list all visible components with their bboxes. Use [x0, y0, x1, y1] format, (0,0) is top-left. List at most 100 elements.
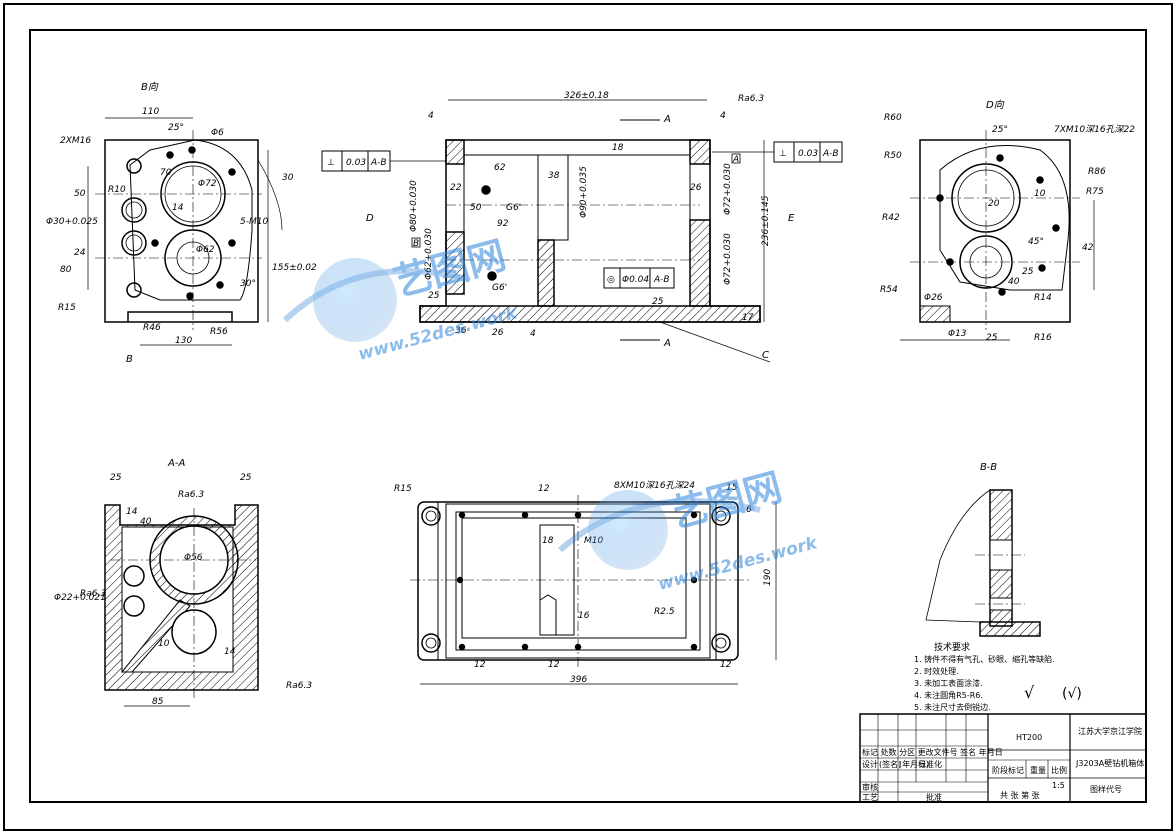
tb-design: 设计 — [862, 759, 878, 769]
dim-6: 6 — [746, 505, 752, 515]
dim-42: 42 — [1082, 243, 1094, 253]
dim-110: 110 — [142, 107, 159, 117]
roughness-front: Ra6.3 — [738, 94, 764, 104]
dim-2xm16: 2XM16 — [60, 136, 91, 146]
dim-phi72: Φ72 — [198, 179, 217, 189]
dim-4c: 4 — [530, 329, 536, 339]
roughness-aa-c: Ra6.3 — [286, 681, 312, 691]
tol-center-value: Φ0.04 — [622, 275, 649, 285]
tol-right-symbol: ⊥ — [779, 149, 787, 159]
dim-r54: R54 — [880, 285, 898, 295]
section-bb-label: B-B — [980, 462, 997, 473]
dim-phi13: Φ13 — [948, 329, 967, 339]
datum-b-box: B — [413, 239, 419, 249]
tb-part-name: J3203A壁钻机箱体 — [1075, 758, 1144, 768]
right-view: D向 — [900, 99, 1095, 341]
tol-left-value: 0.03 — [346, 158, 366, 168]
tolerance-frame-left: ⊥ 0.03 A-B — [321, 150, 446, 172]
dim-326: 326±0.18 — [564, 91, 609, 101]
section-aa-label: A-A — [167, 458, 185, 469]
dim-r25: R2.5 — [654, 607, 675, 617]
dim-25a: 25 — [428, 291, 440, 301]
dim-30r: 30 — [282, 173, 294, 183]
watermark-globe-icon — [313, 258, 397, 342]
dim-45deg: 45° — [1028, 237, 1044, 247]
arrow-d-label: D — [366, 213, 374, 224]
front-view-annotations: 326±0.18 236±0.145 4 4 18 62 38 22 50 92… — [321, 91, 843, 361]
dim-17: 17 — [742, 313, 754, 323]
arrow-a-bottom: A — [663, 338, 671, 349]
tol-center-symbol: ◎ — [607, 275, 615, 285]
tech-req-4: 4. 未注圆角R5-R6. — [914, 690, 983, 700]
right-view-dims: R60 25° 7XM10深16孔深22 R50 R86 R75 20 10 R… — [880, 113, 1135, 343]
tolerance-frame-right: ⊥ 0.03 A-B — [712, 141, 843, 163]
tb-weight: 重量 — [1030, 765, 1046, 775]
dim-25b: 25 — [652, 297, 664, 307]
dim-g6b: G6' — [492, 283, 507, 293]
tolerance-frame-center: ◎ Φ0.04 A-B — [603, 267, 675, 289]
dim-phi62: Φ62 — [196, 245, 215, 255]
tb-check: 审核 — [862, 782, 878, 792]
section-aa-dims: 25 25 14 40 Φ56 Φ22+0.021 10 85 14 Ra6.3… — [54, 473, 312, 707]
dim-16: 16 — [578, 611, 590, 621]
dim-25b-aa: 25 — [240, 473, 252, 483]
dim-phi22: Φ22+0.021 — [54, 593, 106, 603]
dim-4a: 4 — [428, 111, 434, 121]
inner-frame — [29, 29, 1147, 803]
tech-req-5: 5. 未注尺寸去倒锐边. — [914, 702, 991, 712]
tb-material: HT200 — [1016, 733, 1042, 742]
tb-row-header: 标记 处数 分区 更改文件号 签名 年月日 — [862, 747, 1003, 757]
dim-40-aa: 40 — [140, 517, 152, 527]
left-view: B向 — [87, 81, 283, 346]
dim-25b-right: 25 — [986, 333, 998, 343]
dim-25-right: 25 — [1022, 267, 1034, 277]
dim-12a: 12 — [538, 484, 550, 494]
dim-26b: 26 — [492, 328, 504, 338]
dim-26a: 26 — [690, 183, 702, 193]
dim-5m10: 5-M10 — [240, 217, 268, 227]
leader-c-label: C — [762, 350, 769, 361]
dim-12d: 12 — [720, 660, 732, 670]
dim-36: 36 — [455, 326, 467, 336]
outer-frame — [3, 3, 1173, 831]
dim-14b-aa: 14 — [224, 647, 236, 657]
dim-r50: R50 — [884, 151, 902, 161]
dim-25a-aa: 25 — [110, 473, 122, 483]
dim-20: 20 — [988, 199, 1000, 209]
dim-155: 155±0.02 — [272, 263, 317, 273]
tb-process: 工艺 — [862, 793, 878, 802]
dim-r10: R10 — [108, 185, 126, 195]
section-bb: B-B — [925, 462, 1041, 637]
tech-req-title: 技术要求 — [934, 641, 970, 653]
title-block — [859, 713, 1147, 803]
dim-phi6: Φ6 — [211, 128, 224, 138]
tb-scale: 1:5 — [1052, 781, 1065, 790]
dim-phi30: Φ30+0.025 — [46, 217, 98, 227]
dim-r42: R42 — [882, 213, 900, 223]
dim-g6a: G6' — [506, 203, 521, 213]
dim-10: 10 — [1034, 189, 1046, 199]
dim-85: 85 — [152, 697, 164, 707]
tb-approve: 批准 — [926, 792, 942, 802]
dim-10-aa: 10 — [158, 639, 170, 649]
watermark-1: 艺图网 www.52des.work — [282, 233, 521, 365]
tech-req-1: 1. 铸件不得有气孔、砂眼、缩孔等缺陷. — [914, 654, 1055, 664]
dim-phi80: Φ80+0.030 — [409, 180, 419, 232]
front-view — [419, 99, 771, 363]
dim-190: 190 — [763, 569, 773, 586]
tb-scale-label: 比例 — [1051, 765, 1067, 775]
tb-drawing-no: 图样代号 — [1090, 784, 1122, 794]
dim-236: 236±0.145 — [761, 195, 771, 246]
dim-38: 38 — [548, 171, 560, 181]
dim-25deg: 25° — [168, 123, 184, 133]
roughness-symbol-paren: (√) — [1062, 686, 1082, 702]
dim-r60: R60 — [884, 113, 902, 123]
dim-25deg-right: 25° — [992, 125, 1008, 135]
dim-396: 396 — [570, 675, 587, 685]
dim-r15: R15 — [58, 303, 76, 313]
dim-r86: R86 — [1088, 167, 1106, 177]
tb-stage: 阶段标记 — [992, 765, 1024, 775]
tb-date: (年月日) — [899, 759, 929, 769]
top-view — [410, 495, 777, 685]
